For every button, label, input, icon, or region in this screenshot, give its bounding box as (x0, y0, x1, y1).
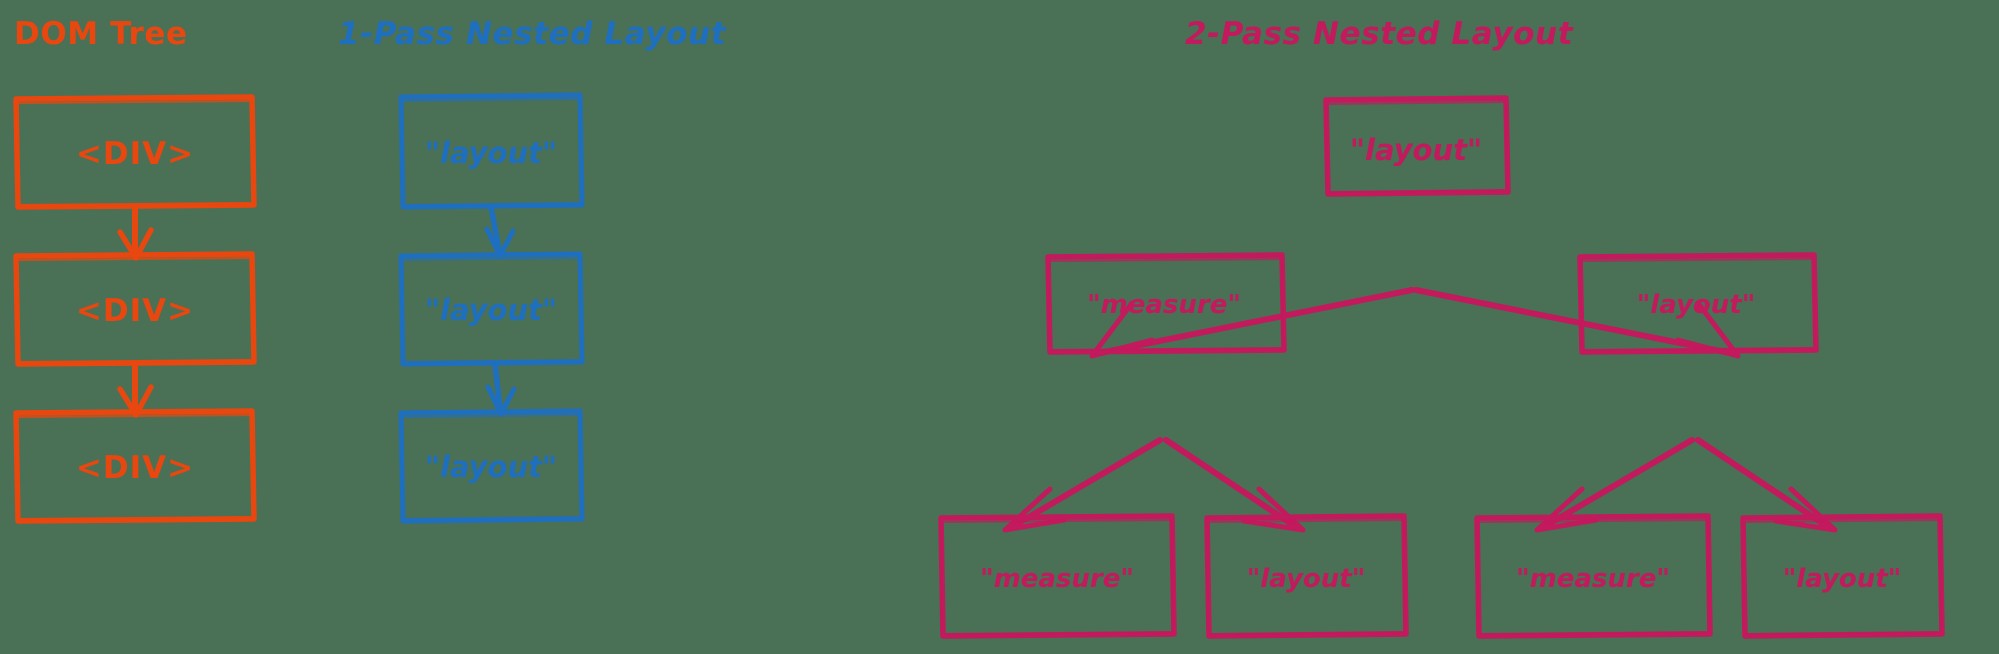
two-edge-l1right-c-arrowhead (1534, 486, 1599, 533)
dom-node-2[interactable]: <DIV> (13, 251, 257, 367)
two-l2-d-label: "layout" (1783, 564, 1902, 594)
two-l2-a-label: "measure" (980, 564, 1134, 594)
one-edge-1-2 (484, 204, 516, 259)
two-l2-d-box-sketch (1742, 519, 1942, 635)
two-root-box-sketch (1325, 101, 1508, 193)
dom-node-3-box-sketch (14, 413, 255, 521)
two-root[interactable]: "layout" (1323, 95, 1511, 197)
two-l1-left-label: "measure" (1087, 290, 1241, 320)
two-l2-b-label: "layout" (1247, 564, 1366, 594)
two-l2-c-label: "measure" (1516, 564, 1670, 594)
one-node-2[interactable]: "layout" (398, 251, 585, 367)
one-node-1-box-sketch (400, 98, 582, 206)
two-edge-root-right-arrowhead (1675, 300, 1741, 359)
dom-node-2-label: <DIV> (76, 293, 194, 329)
one-node-3[interactable]: "layout" (398, 408, 585, 524)
two-edge-l1right-d-arrowhead (1773, 486, 1838, 533)
one-node-2-box-sketch (400, 257, 582, 363)
two-l1-left[interactable]: "measure" (1045, 252, 1287, 355)
two-l1-right-box-sketch (1579, 258, 1816, 351)
one-node-3-box-sketch (400, 414, 582, 520)
column-dom-tree: DOM Tree <DIV> <DIV> <DIV> (13, 16, 257, 524)
two-l2-c[interactable]: "measure" (1474, 513, 1713, 639)
column-title-one-pass: 1-Pass Nested Layout (338, 16, 727, 52)
dom-edge-1-2 (117, 204, 154, 261)
two-l2-b[interactable]: "layout" (1204, 513, 1409, 639)
one-node-2-label: "layout" (425, 293, 557, 327)
dom-node-1-label: <DIV> (76, 136, 194, 172)
column-two-pass: 2-Pass Nested Layout (938, 16, 1945, 639)
two-edge-root-right (1413, 287, 1741, 359)
two-edge-l1right-c (1534, 437, 1695, 533)
dom-node-1[interactable]: <DIV> (13, 94, 257, 210)
two-edge-l1right-d (1695, 437, 1838, 533)
one-node-3-label: "layout" (425, 450, 557, 484)
two-l2-a[interactable]: "measure" (938, 513, 1177, 639)
column-title-dom-tree: DOM Tree (14, 16, 188, 52)
dom-edge-2-3 (117, 361, 154, 418)
one-edge-2-3 (485, 361, 517, 417)
two-edge-l1left-b-arrowhead (1241, 486, 1306, 533)
two-l1-left-box-sketch (1047, 258, 1284, 351)
two-l1-right-label: "layout" (1637, 290, 1756, 320)
two-l2-d[interactable]: "layout" (1740, 513, 1945, 639)
two-edge-l1left-a-arrowhead (1002, 486, 1067, 533)
two-l2-c-box-sketch (1476, 519, 1710, 635)
column-title-two-pass: 2-Pass Nested Layout (1185, 16, 1574, 52)
two-edge-root-left (1089, 287, 1415, 359)
dom-node-1-box-sketch (14, 99, 255, 207)
dom-node-3[interactable]: <DIV> (13, 408, 257, 524)
column-one-pass: 1-Pass Nested Layout "layout" "layout" (338, 16, 727, 524)
two-l1-right[interactable]: "layout" (1577, 252, 1819, 355)
two-edge-l1left-b (1163, 437, 1306, 533)
one-node-1-label: "layout" (425, 136, 557, 170)
two-edge-l1left-a (1002, 437, 1163, 533)
one-node-1[interactable]: "layout" (398, 92, 585, 210)
two-root-label: "layout" (1350, 133, 1482, 167)
two-l2-b-box-sketch (1206, 519, 1406, 635)
two-edge-root-left-arrowhead (1089, 300, 1155, 359)
two-l2-a-box-sketch (940, 519, 1174, 635)
dom-node-2-box-sketch (14, 256, 255, 364)
dom-node-3-label: <DIV> (76, 450, 194, 486)
